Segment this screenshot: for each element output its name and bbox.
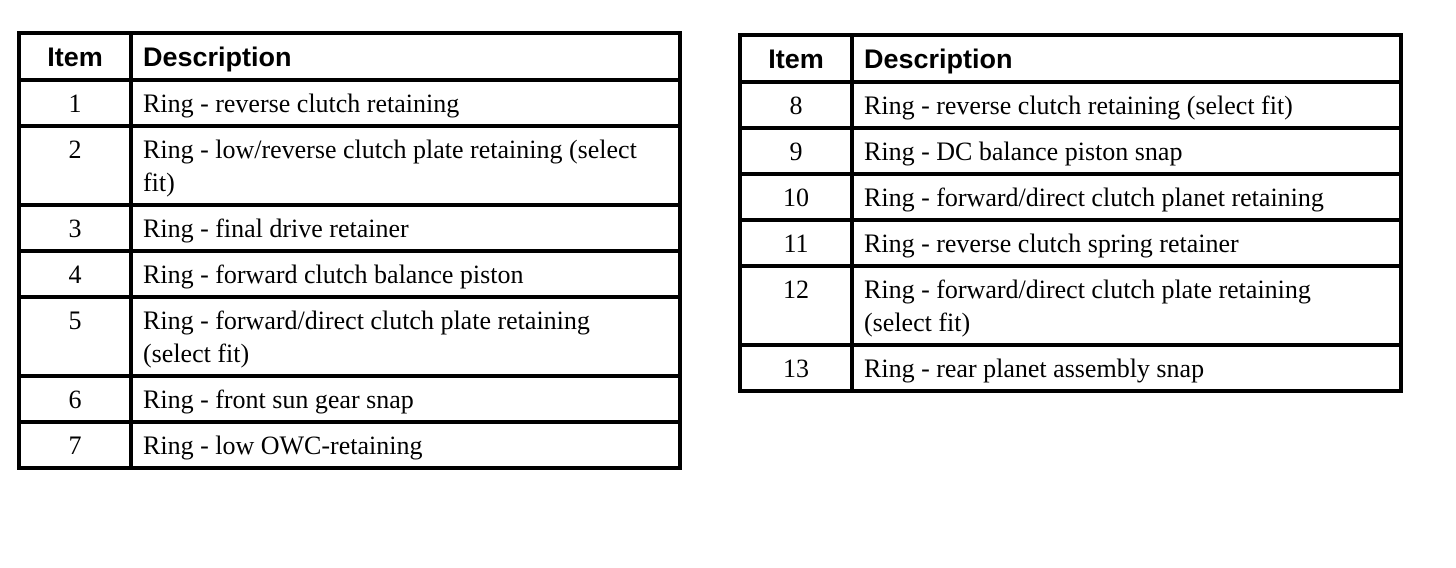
item-number-cell: 2 [17,124,133,207]
item-description-cell: Ring - reverse clutch retaining (select … [850,80,1403,130]
item-description-cell: Ring - DC balance piston snap [850,126,1403,176]
item-description-cell: Ring - final drive retainer [129,203,682,253]
description-column-header: Description [850,33,1403,84]
item-column-header: Item [738,33,854,84]
item-number-cell: 4 [17,249,133,299]
item-number-cell: 3 [17,203,133,253]
item-description-cell: Ring - low/reverse clutch plate retainin… [129,124,682,207]
item-description-cell: Ring - low OWC-retaining [129,420,682,470]
description-column-header: Description [129,31,682,82]
item-number-cell: 7 [17,420,133,470]
item-number-cell: 6 [17,374,133,424]
item-number-cell: 9 [738,126,854,176]
item-number-cell: 13 [738,343,854,393]
item-description-cell: Ring - forward/direct clutch plate retai… [850,264,1403,347]
item-column-header: Item [17,31,133,82]
item-number-cell: 8 [738,80,854,130]
item-description-cell: Ring - reverse clutch retaining [129,78,682,128]
item-description-cell: Ring - reverse clutch spring retainer [850,218,1403,268]
item-number-cell: 11 [738,218,854,268]
item-number-cell: 12 [738,264,854,347]
item-description-cell: Ring - forward/direct clutch plate retai… [129,295,682,378]
item-number-cell: 5 [17,295,133,378]
item-number-cell: 10 [738,172,854,222]
item-description-cell: Ring - forward clutch balance piston [129,249,682,299]
item-description-cell: Ring - front sun gear snap [129,374,682,424]
item-number-cell: 1 [17,78,133,128]
item-description-cell: Ring - rear planet assembly snap [850,343,1403,393]
item-description-cell: Ring - forward/direct clutch planet reta… [850,172,1403,222]
